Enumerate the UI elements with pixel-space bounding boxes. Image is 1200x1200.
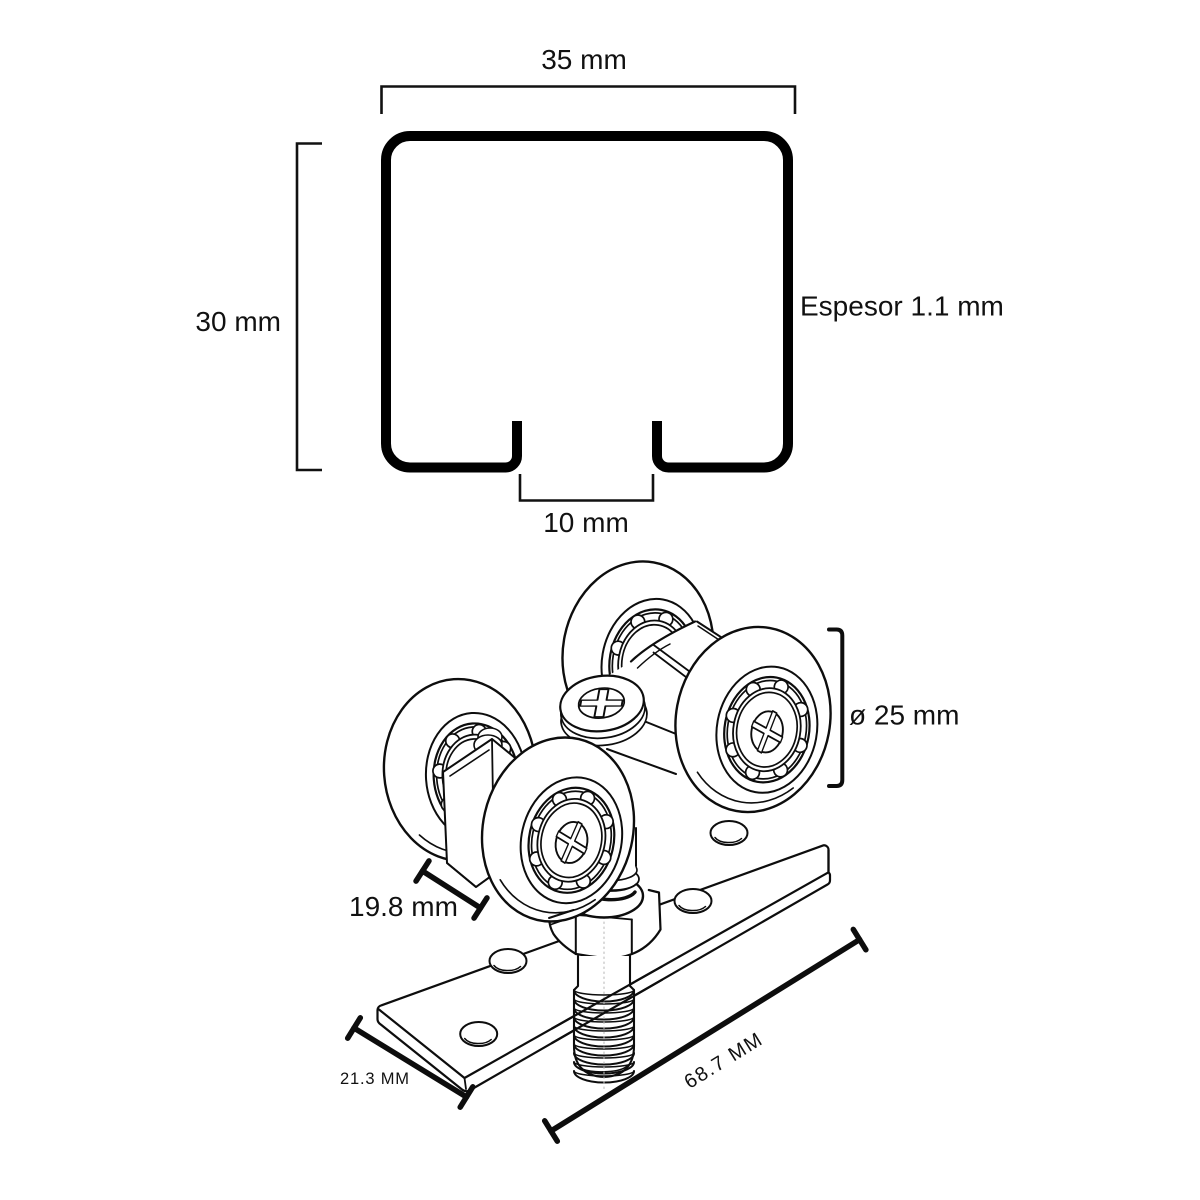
svg-text:21.3 MM: 21.3 MM [340,1070,410,1088]
svg-text:19.8 mm: 19.8 mm [349,891,458,922]
svg-text:Espesor 1.1 mm: Espesor 1.1 mm [800,291,1004,322]
svg-text:10 mm: 10 mm [543,507,629,538]
svg-text:30 mm: 30 mm [195,306,281,337]
svg-text:35 mm: 35 mm [541,44,627,75]
svg-text:ø 25 mm: ø 25 mm [849,700,959,731]
